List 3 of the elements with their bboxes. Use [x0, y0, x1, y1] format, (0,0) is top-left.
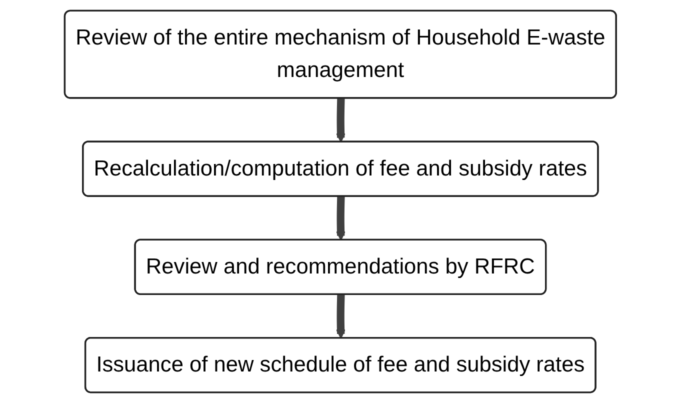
arrow	[336, 294, 346, 339]
arrow	[336, 98, 346, 143]
arrow	[336, 196, 346, 241]
